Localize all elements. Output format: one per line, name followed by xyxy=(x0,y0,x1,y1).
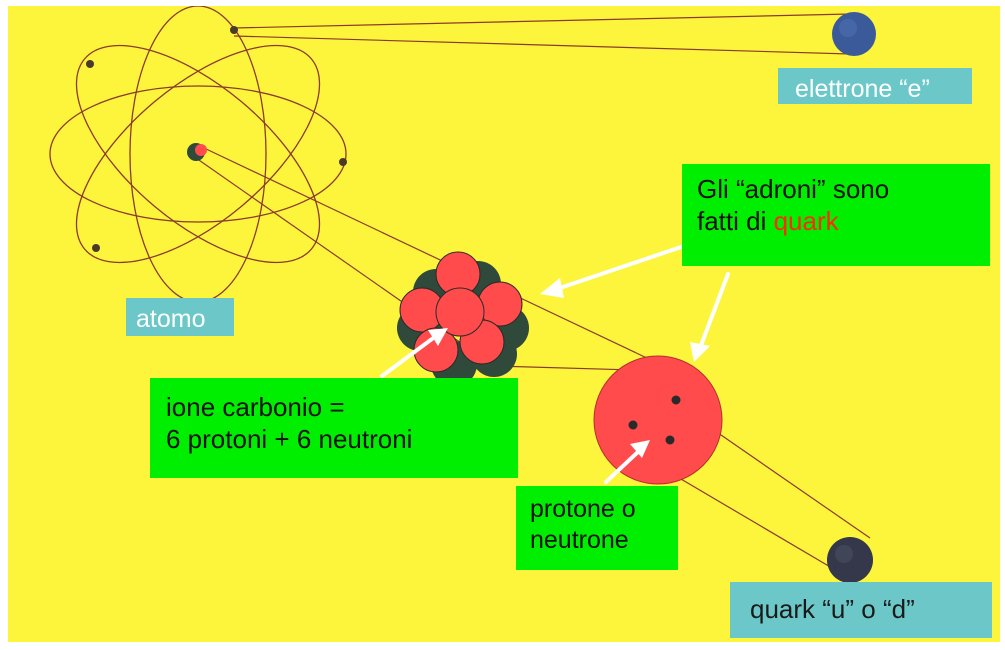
nucleon-callout: protone o neutrone xyxy=(516,486,678,570)
orbit-ring xyxy=(75,44,321,264)
hadrons-callout-prefix: fatti di xyxy=(697,205,774,236)
diagram-slide: elettrone “e” atomo Gli “adroni” sono fa… xyxy=(8,6,1000,642)
quark-dot xyxy=(671,395,681,405)
arrow-carbon-to-nucleus xyxy=(380,328,448,378)
arrow-nucleon-label-to-nucleon xyxy=(604,440,650,484)
orbital-electron-dot xyxy=(230,26,238,34)
atom-label-text: atomo xyxy=(136,305,206,333)
orbital-electron-dot xyxy=(86,60,94,68)
atom-icon xyxy=(49,6,347,303)
orbit-ring xyxy=(49,85,347,223)
nucleon-callout-line2: neutrone xyxy=(530,525,629,554)
quark-label: quark “u” o “d” xyxy=(730,582,992,638)
hadrons-callout-line2: fatti di quark xyxy=(697,206,990,238)
nucleon-callout-line1: protone o xyxy=(530,495,636,523)
quark-dot xyxy=(665,435,675,445)
carbon-callout-line2: 6 protoni + 6 neutroni xyxy=(166,423,413,454)
pointer-arrows xyxy=(380,244,730,484)
zoom-line-electron-bottom xyxy=(233,35,851,55)
quark-label-text: quark “u” o “d” xyxy=(750,594,915,624)
arrow-hadrons-to-nucleon xyxy=(690,272,730,362)
carbon-callout-line1: ione carbonio = xyxy=(166,392,345,422)
electron-icon xyxy=(832,12,876,56)
nucleon-icon xyxy=(593,355,723,485)
arrow-hadrons-to-nucleus xyxy=(540,244,686,298)
hadrons-callout-quark-word: quark xyxy=(773,205,839,236)
hadrons-callout: Gli “adroni” sono fatti di quark xyxy=(682,164,990,266)
carbon-nucleus-icon xyxy=(397,251,529,387)
quark-icon xyxy=(827,537,873,583)
zoom-line-electron-top xyxy=(233,13,851,29)
zoom-line-atom-nucleus-upper xyxy=(203,147,669,369)
zoom-line-nucleon-quark-upper xyxy=(707,425,871,539)
atom-label: atomo xyxy=(126,298,234,336)
atom-nucleus-dot xyxy=(187,143,207,161)
quark-dot xyxy=(628,420,638,430)
carbon-ion-callout: ione carbonio = 6 protoni + 6 neutroni xyxy=(150,378,518,478)
orbital-electron-dot xyxy=(339,158,347,166)
hadrons-callout-line1: Gli “adroni” sono xyxy=(697,174,890,204)
electron-label: elettrone “e” xyxy=(778,68,972,104)
orbital-electron-dot xyxy=(92,244,100,252)
electron-label-text: elettrone “e” xyxy=(795,75,930,103)
zoom-lines xyxy=(195,13,871,569)
orbit-ring xyxy=(75,44,321,264)
